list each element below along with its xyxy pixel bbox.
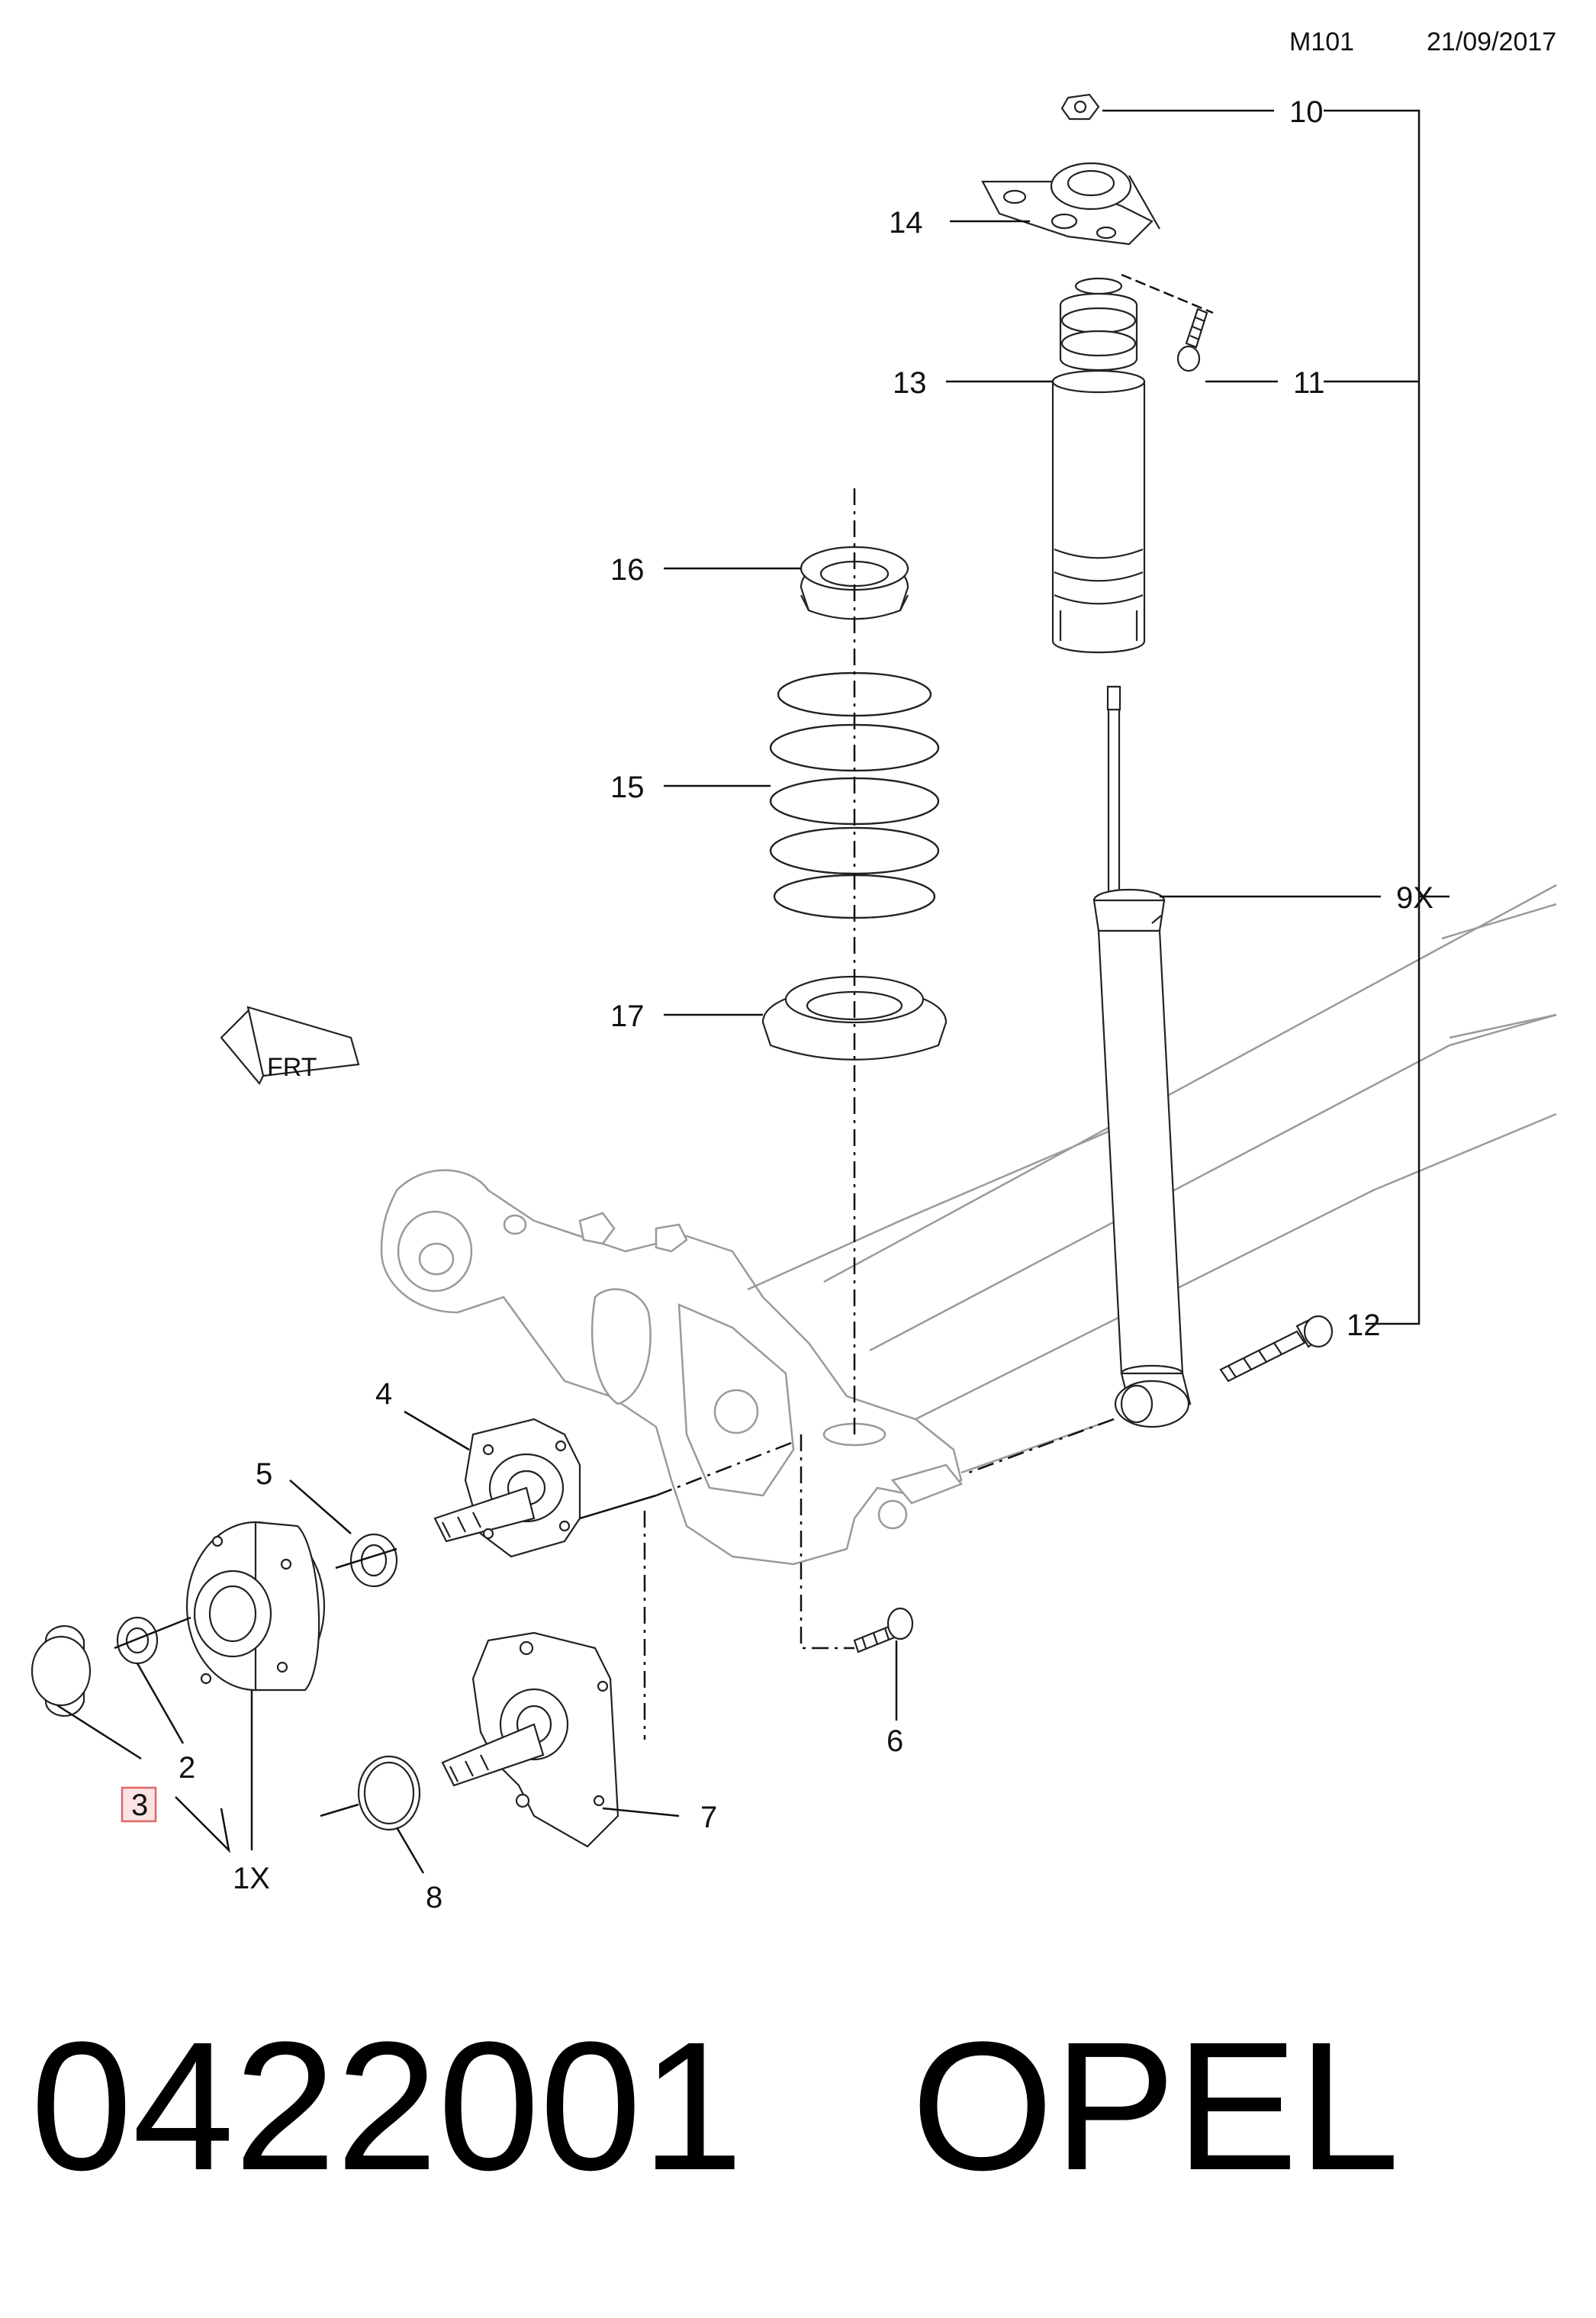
callout-12: 12 (1347, 1309, 1381, 1342)
callout-leaders (56, 109, 1450, 1874)
spring-lower-seat (761, 975, 948, 1061)
seal-ring (349, 1533, 398, 1588)
knuckle-axis-line (320, 1803, 359, 1817)
stub-axle-knuckle (441, 1631, 619, 1848)
callout-7: 7 (700, 1801, 717, 1834)
callout-8: 8 (426, 1881, 442, 1914)
dust-cover-bump-stop (1051, 277, 1146, 654)
hub-nut (116, 1616, 159, 1665)
shock-absorber (1092, 685, 1192, 1428)
upper-mount-bolt (1176, 307, 1208, 372)
callout-9x: 9X (1396, 881, 1434, 915)
rear-subframe (380, 1128, 1115, 1566)
top-mount-nut (1060, 93, 1100, 121)
callout-2: 2 (179, 1751, 195, 1785)
highlight-box (121, 1786, 157, 1823)
header-date: 21/09/2017 (1427, 27, 1556, 56)
o-ring (357, 1755, 421, 1831)
front-direction-arrow: FRT (220, 1006, 360, 1085)
callout-1x: 1X (233, 1862, 270, 1895)
bearing-flange (433, 1418, 581, 1558)
callout-13: 13 (893, 366, 927, 400)
callout-4: 4 (375, 1377, 392, 1411)
callout-16: 16 (610, 553, 645, 587)
vehicle-body-outline (823, 884, 1557, 1436)
front-arrow-label: FRT (267, 1053, 317, 1082)
callout-5: 5 (256, 1457, 272, 1491)
dust-cap (31, 1625, 92, 1717)
mounting-bolt (853, 1607, 914, 1653)
callout-14: 14 (889, 206, 923, 240)
callout-11: 11 (1293, 366, 1325, 400)
upper-bolt-axis-line (1121, 273, 1214, 314)
callout-15: 15 (610, 771, 645, 804)
hub-axis-line-a (114, 1616, 191, 1650)
bolt-axis-dash (800, 1434, 854, 1650)
callout-6: 6 (886, 1724, 903, 1758)
header-model-code: M101 (1289, 27, 1354, 56)
callout-10: 10 (1289, 95, 1324, 129)
hub-axis-line-b (335, 1547, 397, 1569)
callout-3: 3 (131, 1788, 148, 1822)
shock-lower-axis-dash (968, 1418, 1115, 1474)
hub-axis-line-c (579, 1494, 657, 1520)
hub-axis-dash (655, 1441, 794, 1497)
callout-labels: 10 14 11 13 9X 12 16 15 17 4 5 6 7 8 2 3… (131, 95, 1434, 1914)
callout-17: 17 (610, 1000, 645, 1033)
footer-part-number: 0422001 (31, 2004, 744, 2208)
footer-brand: OPEL (911, 2004, 1400, 2208)
lower-shock-bolt (1219, 1315, 1334, 1383)
wheel-hub (185, 1521, 326, 1692)
upper-strut-mount (981, 162, 1160, 246)
